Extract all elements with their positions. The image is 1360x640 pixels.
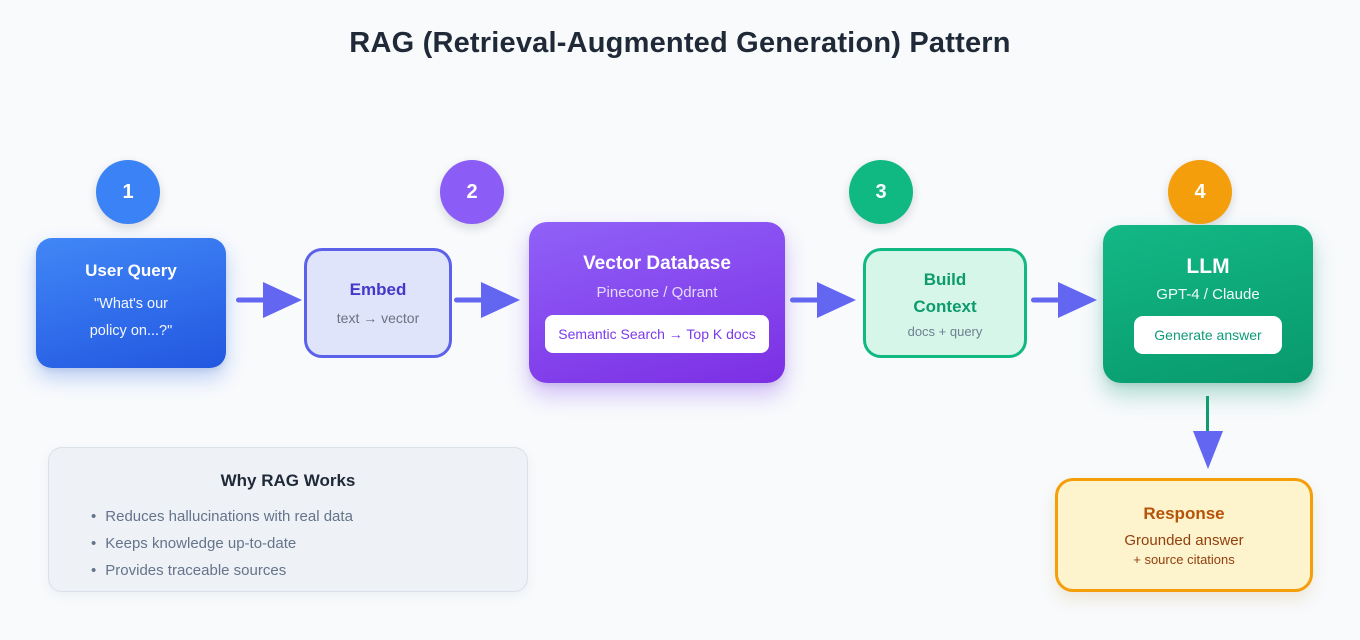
- page-title: RAG (Retrieval-Augmented Generation) Pat…: [349, 27, 1011, 59]
- step-number: 3: [875, 180, 887, 203]
- node-subtitle: text → vector: [336, 310, 420, 326]
- node-title: Vector Database: [583, 252, 731, 274]
- list-item-text: Reduces hallucinations with real data: [105, 508, 353, 525]
- list-item-text: Provides traceable sources: [105, 562, 287, 579]
- why-rag-works-panel: Why RAG Works • Reduces hallucinations w…: [48, 447, 528, 592]
- node-title: Build Context: [913, 270, 977, 316]
- flow-arrow-right-2: [454, 282, 520, 318]
- step-badge-4: 4: [1168, 160, 1232, 224]
- node-response: Response Grounded answer + source citati…: [1055, 478, 1313, 592]
- node-embed: Embed text → vector: [304, 248, 452, 358]
- semantic-search-badge: Semantic Search → Top K docs: [545, 314, 769, 353]
- flow-arrow-right-3: [790, 282, 856, 318]
- step-number: 1: [122, 180, 134, 203]
- benefit-list: • Reduces hallucinations with real data …: [91, 503, 527, 584]
- bullet-icon: •: [91, 508, 97, 525]
- panel-title: Why RAG Works: [220, 471, 356, 490]
- flow-arrow-down-icon: [1193, 431, 1223, 469]
- step-badge-1: 1: [96, 160, 160, 224]
- step-badge-3: 3: [849, 160, 913, 224]
- node-subtitle: Grounded answer: [1124, 531, 1244, 549]
- node-title: User Query: [85, 261, 177, 281]
- flow-arrow-right-4: [1031, 282, 1097, 318]
- node-title: Response: [1143, 503, 1225, 523]
- generate-answer-badge: Generate answer: [1134, 315, 1282, 354]
- list-item: • Reduces hallucinations with real data: [91, 503, 527, 530]
- node-user-query: User Query "What's our policy on...?": [36, 238, 226, 368]
- step-number: 2: [466, 180, 478, 203]
- list-item-text: Keeps knowledge up-to-date: [105, 535, 297, 552]
- flow-connector-line: [1206, 396, 1209, 432]
- node-llm: LLM GPT-4 / Claude Generate answer: [1103, 225, 1313, 383]
- bullet-icon: •: [91, 535, 97, 552]
- list-item: • Keeps knowledge up-to-date: [91, 530, 527, 557]
- flow-arrow-right-1: [236, 282, 302, 318]
- node-subtitle: GPT-4 / Claude: [1156, 285, 1260, 303]
- node-subtitle: Pinecone / Qdrant: [596, 283, 718, 301]
- node-subtitle: docs + query: [907, 323, 983, 339]
- list-item: • Provides traceable sources: [91, 557, 527, 584]
- node-build-context: Build Context docs + query: [863, 248, 1027, 358]
- step-badge-2: 2: [440, 160, 504, 224]
- bullet-icon: •: [91, 562, 97, 579]
- node-title: Embed: [349, 280, 407, 299]
- node-subtitle: "What's our policy on...?": [89, 296, 173, 339]
- node-vector-database: Vector Database Pinecone / Qdrant Semant…: [529, 222, 785, 383]
- node-title: LLM: [1186, 254, 1230, 278]
- node-subtitle-2: + source citations: [1133, 551, 1235, 567]
- step-number: 4: [1194, 180, 1206, 203]
